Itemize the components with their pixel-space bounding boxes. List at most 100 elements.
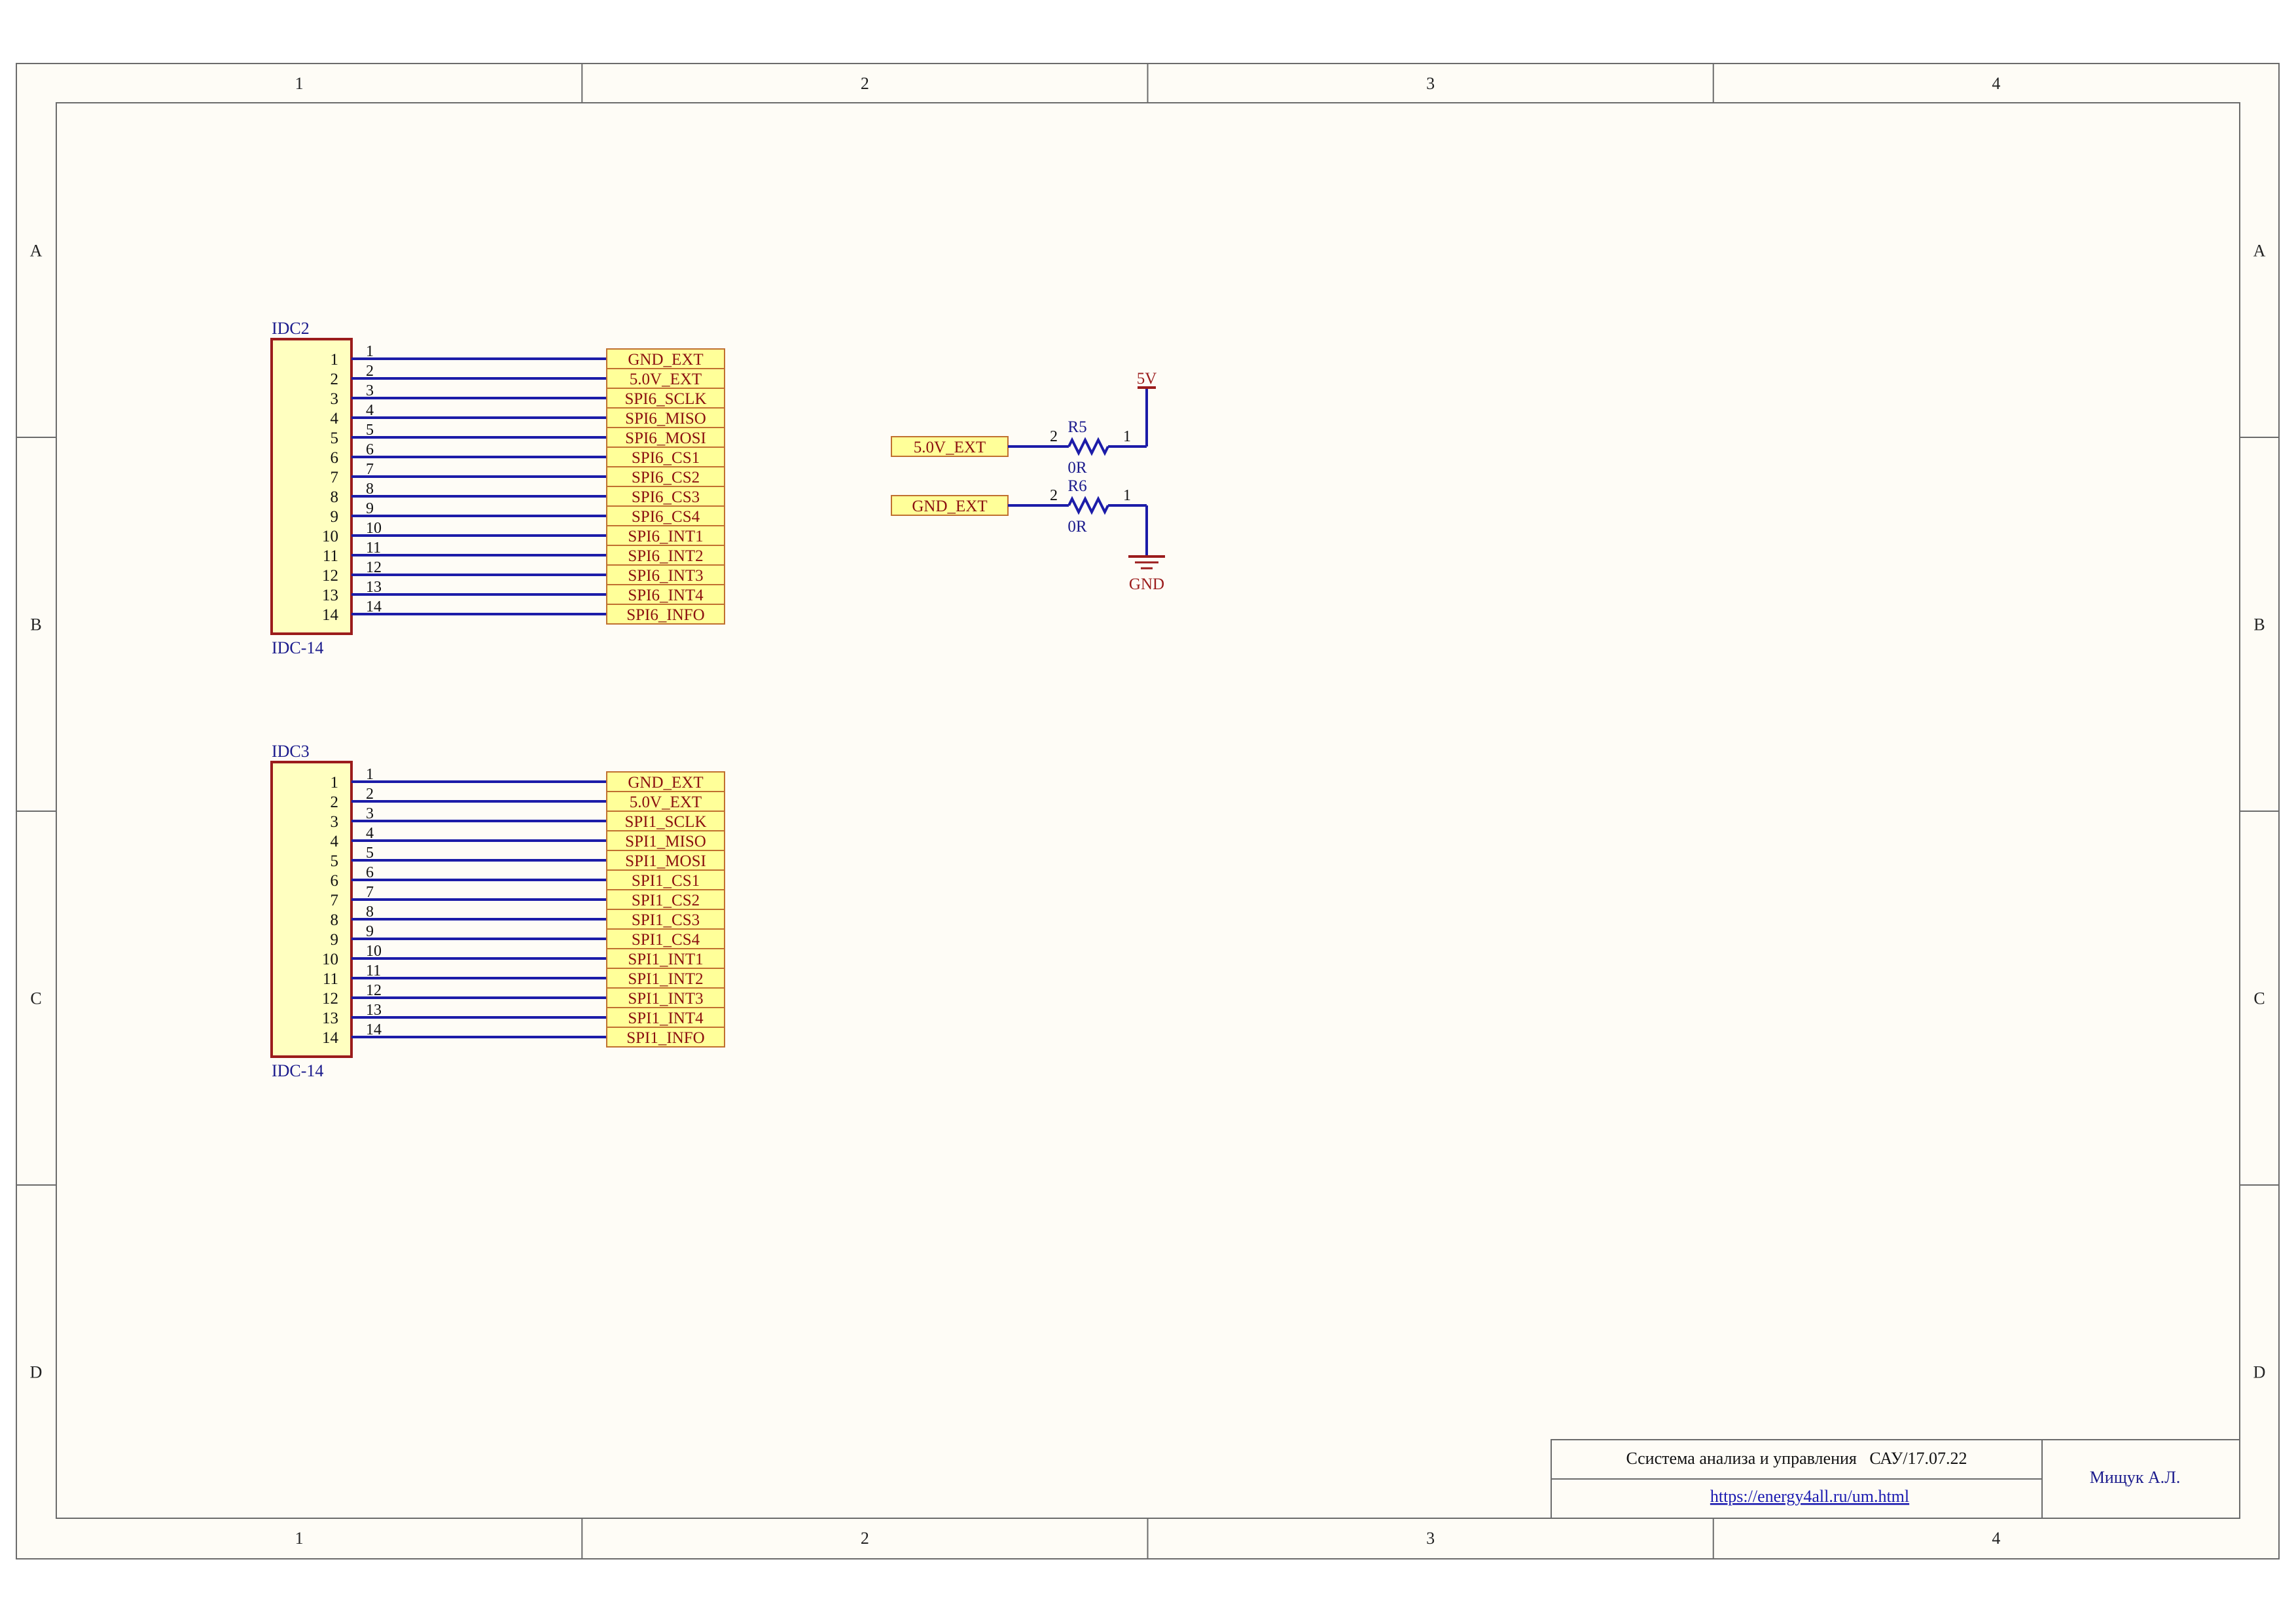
net-port[interactable]: SPI1_MOSI: [606, 850, 725, 871]
net-port[interactable]: SPI1_INT1: [606, 948, 725, 969]
pin-number-inside: 4: [331, 410, 339, 428]
pin-number-outside: 1: [366, 766, 374, 783]
net-port[interactable]: SPI1_SCLK: [606, 811, 725, 831]
net-port[interactable]: SPI1_CS1: [606, 869, 725, 890]
zone-column-label: 3: [1426, 74, 1435, 93]
net-port-label: SPI1_MOSI: [625, 852, 706, 870]
zone-row-label: A: [30, 242, 43, 261]
pin-number-outside: 4: [366, 825, 374, 842]
net-port-label: 5.0V_EXT: [630, 371, 702, 388]
net-port-label: SPI1_CS1: [632, 872, 700, 890]
net-port[interactable]: SPI6_INT1: [606, 525, 725, 546]
pin-number-inside: 4: [331, 833, 339, 850]
net-port-label: SPI6_INT4: [628, 587, 704, 604]
connector-footprint: IDC-14: [272, 1061, 323, 1080]
net-port[interactable]: SPI6_INT3: [606, 564, 725, 585]
net-port-label: 5.0V_EXT: [914, 439, 986, 456]
net-port[interactable]: SPI6_MOSI: [606, 427, 725, 448]
resistor-symbol: [1067, 496, 1109, 515]
net-port-label: GND_EXT: [628, 351, 703, 369]
zone-column-label: 4: [1992, 1529, 2000, 1548]
net-port[interactable]: 5.0V_EXT: [606, 791, 725, 812]
power-port-label: 5V: [1137, 370, 1157, 388]
pin-number-inside: 5: [331, 852, 339, 870]
net-port-label: SPI6_CS1: [632, 449, 700, 467]
net-port-label: SPI6_CS3: [632, 488, 700, 506]
net-port[interactable]: SPI6_CS2: [606, 466, 725, 487]
pin-number-outside: 12: [366, 982, 382, 999]
pin-number-outside: 10: [366, 520, 382, 537]
net-port-label: SPI1_MISO: [625, 833, 706, 850]
pin-number-outside: 6: [366, 864, 374, 881]
net-port[interactable]: SPI6_CS1: [606, 447, 725, 467]
pin-number-inside: 8: [331, 911, 339, 929]
pin-number-inside: 8: [331, 488, 339, 506]
net-port[interactable]: SPI6_INFO: [606, 604, 725, 625]
net-port[interactable]: GND_EXT: [606, 348, 725, 369]
pin-number-inside: 9: [331, 508, 339, 526]
net-port-box: [606, 466, 725, 487]
net-port[interactable]: GND_EXT: [891, 495, 1009, 516]
resistor-designator: R6: [1067, 477, 1086, 495]
pin-number-outside: 9: [366, 500, 374, 517]
pin-number-inside: 14: [322, 606, 339, 624]
net-port-box: [606, 486, 725, 507]
pin-number-outside: 14: [366, 1021, 382, 1038]
net-port[interactable]: SPI1_CS3: [606, 909, 725, 930]
connector-designator: IDC3: [272, 742, 310, 761]
zone-column-label: 1: [295, 74, 304, 93]
resistor-value: 0R: [1067, 518, 1087, 536]
net-port[interactable]: SPI6_INT2: [606, 545, 725, 566]
pin-number-inside: 3: [331, 813, 339, 831]
title-block-url-link[interactable]: https://energy4all.ru/um.html: [1710, 1487, 1909, 1506]
pin-number-outside: 13: [366, 1002, 382, 1019]
pin-number-outside: 14: [366, 598, 382, 615]
net-port-label: SPI1_INT4: [628, 1010, 704, 1027]
pin-number-inside: 12: [322, 567, 338, 585]
net-port-label: SPI1_CS2: [632, 892, 700, 909]
net-port[interactable]: SPI6_SCLK: [606, 388, 725, 409]
net-port[interactable]: SPI1_CS2: [606, 889, 725, 910]
zone-row-label: D: [30, 1363, 43, 1382]
ground-port-label: GND: [1129, 575, 1164, 593]
connector-designator: IDC2: [272, 319, 310, 338]
resistor-pin-left: 2: [1050, 428, 1058, 445]
net-port[interactable]: 5.0V_EXT: [606, 368, 725, 389]
net-port[interactable]: SPI1_INT3: [606, 987, 725, 1008]
net-port-label: 5.0V_EXT: [630, 793, 702, 811]
net-port-box: [606, 909, 725, 930]
net-port[interactable]: SPI1_INT4: [606, 1007, 725, 1028]
net-port-box: [606, 811, 725, 831]
net-port[interactable]: SPI1_CS4: [606, 928, 725, 949]
net-port[interactable]: SPI1_INT2: [606, 968, 725, 989]
net-port[interactable]: SPI6_INT4: [606, 584, 725, 605]
pin-number-outside: 13: [366, 579, 382, 596]
net-port-box: [606, 869, 725, 890]
net-port-box: [606, 968, 725, 989]
resistor-designator: R5: [1067, 418, 1086, 436]
net-port-box: [606, 564, 725, 585]
net-port[interactable]: 5.0V_EXT: [891, 436, 1009, 457]
net-port[interactable]: SPI1_INFO: [606, 1027, 725, 1048]
pin-number-inside: 5: [331, 429, 339, 447]
zone-grid: [16, 64, 2279, 1559]
net-port[interactable]: SPI6_MISO: [606, 407, 725, 428]
net-port[interactable]: SPI6_CS4: [606, 505, 725, 526]
pin-number-outside: 12: [366, 559, 382, 576]
net-port-label: SPI1_SCLK: [624, 813, 706, 831]
zone-column-label: 3: [1426, 1529, 1435, 1548]
pin-number-outside: 10: [366, 943, 382, 960]
net-port[interactable]: SPI1_MISO: [606, 830, 725, 851]
title-block: Ссистема анализа и управления САУ/17.07.…: [1551, 1439, 2240, 1519]
connector-footprint: IDC-14: [272, 638, 323, 657]
net-port[interactable]: SPI6_CS3: [606, 486, 725, 507]
net-port[interactable]: GND_EXT: [606, 771, 725, 792]
zone-row-label: C: [30, 989, 41, 1008]
net-port-box: [606, 407, 725, 428]
net-port-box: [606, 889, 725, 910]
